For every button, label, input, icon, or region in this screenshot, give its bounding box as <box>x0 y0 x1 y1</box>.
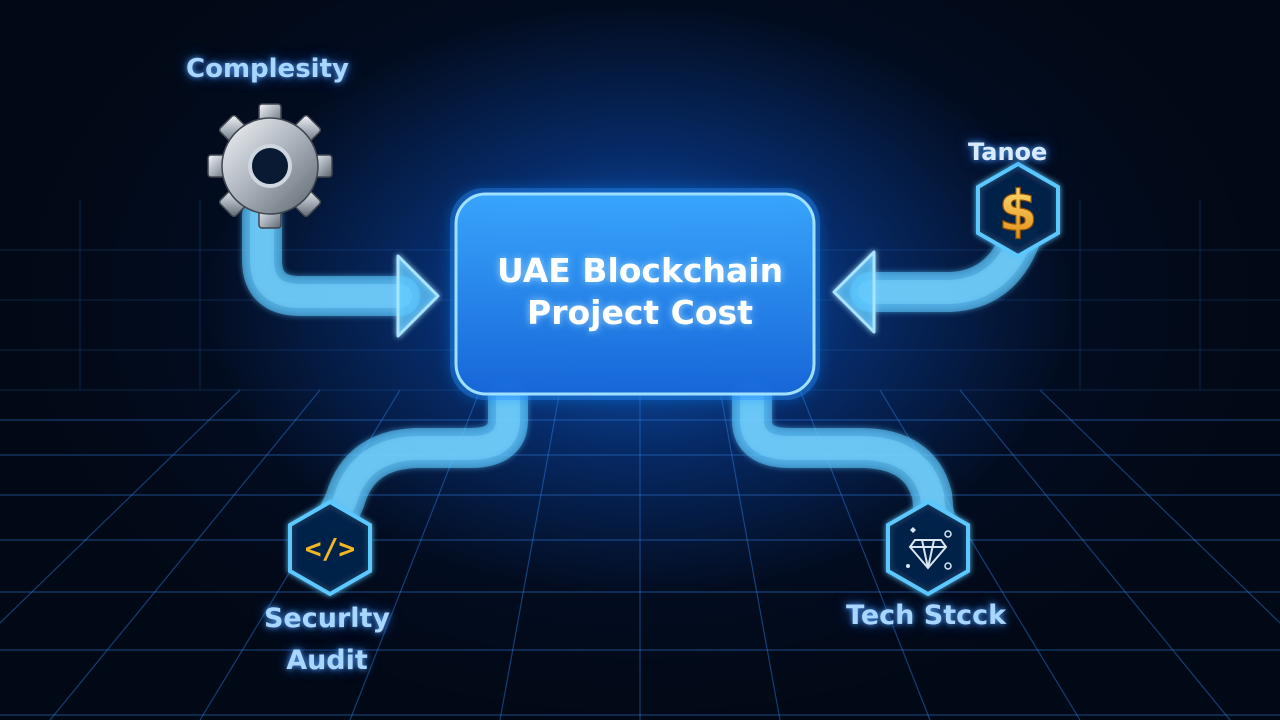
center-title-line2: Project Cost <box>527 293 753 332</box>
center-title: UAE Blockchain Project Cost <box>455 250 825 334</box>
gem-icon <box>886 499 970 597</box>
code-symbol: </> <box>305 532 356 565</box>
connector-techstack-core <box>740 386 946 527</box>
arrowhead-complexity <box>396 254 440 338</box>
label-security-audit: Securlty Audit <box>256 598 398 682</box>
center-title-line1: UAE Blockchain <box>496 251 784 290</box>
connector-complexity-core <box>250 203 412 308</box>
code-icon: </> <box>288 499 372 597</box>
gear-icon <box>207 103 333 229</box>
center-box <box>454 192 816 396</box>
arrowhead-time <box>832 250 876 334</box>
label-time: Tanoe <box>968 138 1048 166</box>
grid-floor <box>0 389 1280 720</box>
dollar-icon: $ <box>976 161 1060 259</box>
label-security-line1: Securlty <box>263 603 391 634</box>
connector-security-core <box>326 386 520 527</box>
label-tech-stack: Tech Stcck <box>846 600 1007 631</box>
label-complexity: Complesity <box>186 54 349 84</box>
label-security-line2: Audit <box>286 645 368 676</box>
dollar-symbol: $ <box>999 179 1038 244</box>
